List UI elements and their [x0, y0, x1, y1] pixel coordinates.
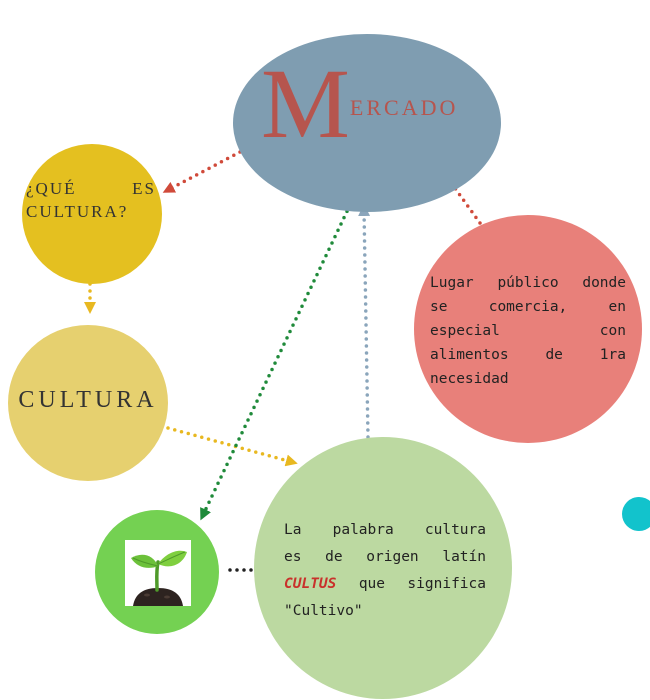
cultura-definition-line-2: es de origen latín — [284, 549, 486, 565]
cultura-definition-line-3: CULTUS que significa — [284, 571, 486, 598]
mercado-title-rest: ERCADO — [349, 95, 459, 120]
mercado-definition-line-2: se comercia, en — [430, 299, 626, 315]
cultura-definition-node: La palabra cultura es de origen latín CU… — [254, 437, 512, 699]
mercado-definition-line-5: necesidad — [430, 371, 509, 387]
cultura-definition-line-1: La palabra cultura — [284, 522, 486, 538]
seedling-icon — [125, 540, 191, 606]
mercado-definition-line-1: Lugar público donde — [430, 275, 626, 291]
cultura-definition-line-4: "Cultivo" — [284, 603, 363, 619]
mercado-definition-node: Lugar público donde se comercia, en espe… — [414, 215, 642, 443]
cultura-definition-text: La palabra cultura es de origen latín CU… — [284, 517, 486, 625]
mercado-title-initial: M — [261, 48, 350, 159]
connector-palabra-to-mercado — [358, 204, 371, 439]
cultura-node: CULTURA — [8, 325, 168, 481]
cultura-label: CULTURA — [18, 387, 158, 413]
mercado-definition-text: Lugar público donde se comercia, en espe… — [430, 271, 626, 391]
que-es-cultura-node: ¿QUÉ ES CULTURA? — [22, 144, 162, 284]
cultura-definition-line-3-rest: que significa — [336, 576, 486, 592]
teal-dot — [622, 497, 650, 531]
mercado-node: MERCADO — [233, 34, 501, 212]
que-es-cultura-line-1: ¿QUÉ ES — [26, 179, 156, 198]
mercado-title: MERCADO — [261, 54, 458, 154]
connector-cultura-to-palabra — [166, 426, 298, 467]
que-es-cultura-line-2: CULTURA? — [26, 202, 129, 221]
connector-mercado-to-plant — [200, 203, 352, 521]
mercado-definition-line-4: alimentos de 1ra — [430, 347, 626, 363]
que-es-cultura-label: ¿QUÉ ES CULTURA? — [26, 177, 156, 223]
connector-lugar-to-mercado — [448, 179, 482, 225]
connector-mercado-to-que — [162, 150, 242, 193]
mercado-definition-line-3: especial con — [430, 323, 626, 339]
cultus-highlight: CULTUS — [284, 576, 337, 592]
plant-node — [95, 510, 219, 634]
